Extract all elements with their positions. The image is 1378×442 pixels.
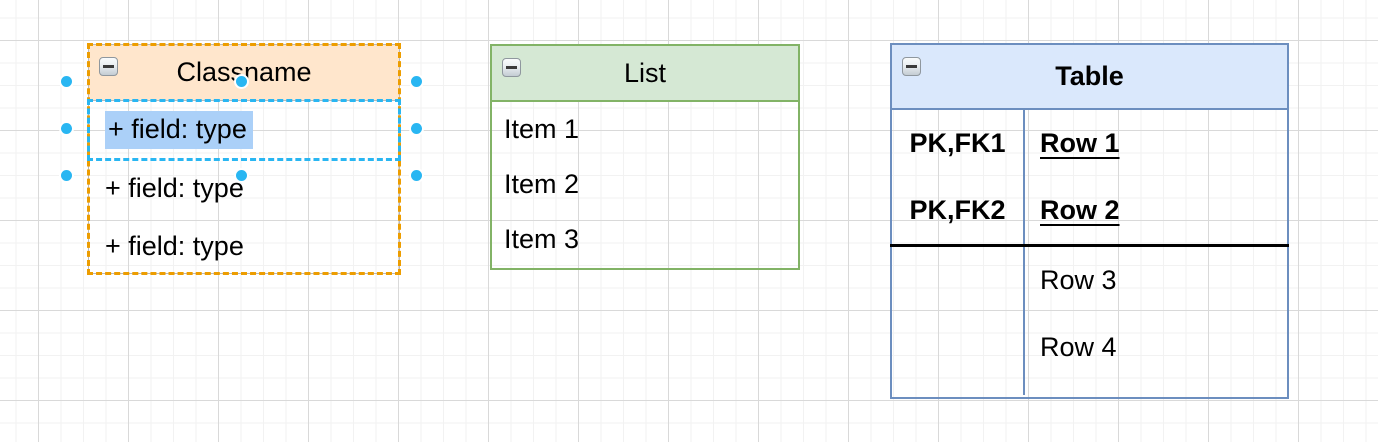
table-row-label: Row 1 bbox=[1040, 128, 1120, 158]
table-shape[interactable]: Table PK,FK1 Row 1 PK,FK2 Row 2 Row 3 Ro… bbox=[890, 43, 1289, 399]
column-divider bbox=[1023, 110, 1025, 395]
list-item[interactable]: Item 1 bbox=[504, 114, 580, 144]
table-body: PK,FK1 Row 1 PK,FK2 Row 2 Row 3 Row 4 bbox=[890, 110, 1289, 395]
class-field-row[interactable]: + field: type bbox=[105, 230, 244, 261]
uml-class-header[interactable]: Classname bbox=[89, 45, 399, 101]
selection-handle-nw[interactable] bbox=[58, 73, 74, 89]
table-row-cell[interactable]: Row 4 bbox=[1040, 332, 1117, 362]
collapse-icon[interactable] bbox=[502, 58, 521, 77]
selection-handle-ne[interactable] bbox=[408, 73, 424, 89]
table-row-label: Row 2 bbox=[1040, 195, 1120, 225]
minus-glyph bbox=[506, 66, 517, 69]
selection-handle-w[interactable] bbox=[58, 120, 74, 136]
table-header[interactable]: Table bbox=[892, 45, 1287, 110]
table-row-cell[interactable]: Row 2 bbox=[1025, 177, 1287, 244]
table-key-cell[interactable]: PK,FK1 bbox=[909, 128, 1006, 158]
selected-field-text[interactable]: + field: type bbox=[105, 111, 253, 149]
selection-handle-se[interactable] bbox=[408, 167, 424, 183]
table-title: Table bbox=[1055, 61, 1124, 91]
table-row-cell[interactable]: Row 3 bbox=[1040, 265, 1117, 295]
class-field-row[interactable]: + field: type bbox=[89, 101, 399, 159]
list-item[interactable]: Item 2 bbox=[504, 169, 580, 199]
selection-handle-s[interactable] bbox=[233, 167, 249, 183]
collapse-icon[interactable] bbox=[902, 57, 921, 76]
class-field-row[interactable]: + field: type bbox=[105, 172, 244, 203]
minus-glyph bbox=[103, 65, 114, 68]
table-row-cell[interactable]: Row 1 bbox=[1025, 110, 1287, 177]
collapse-icon[interactable] bbox=[99, 57, 118, 76]
selection-handle-n[interactable] bbox=[233, 73, 249, 89]
list-title: List bbox=[623, 57, 667, 88]
list-header[interactable]: List bbox=[492, 46, 798, 102]
primary-key-separator bbox=[890, 244, 1289, 247]
table-key-cell[interactable]: PK,FK2 bbox=[909, 195, 1006, 225]
list-item[interactable]: Item 3 bbox=[504, 224, 580, 254]
list-shape[interactable]: List Item 1 Item 2 Item 3 bbox=[490, 44, 800, 270]
selection-handle-sw[interactable] bbox=[58, 167, 74, 183]
minus-glyph bbox=[906, 65, 917, 68]
selection-handle-e[interactable] bbox=[408, 120, 424, 136]
